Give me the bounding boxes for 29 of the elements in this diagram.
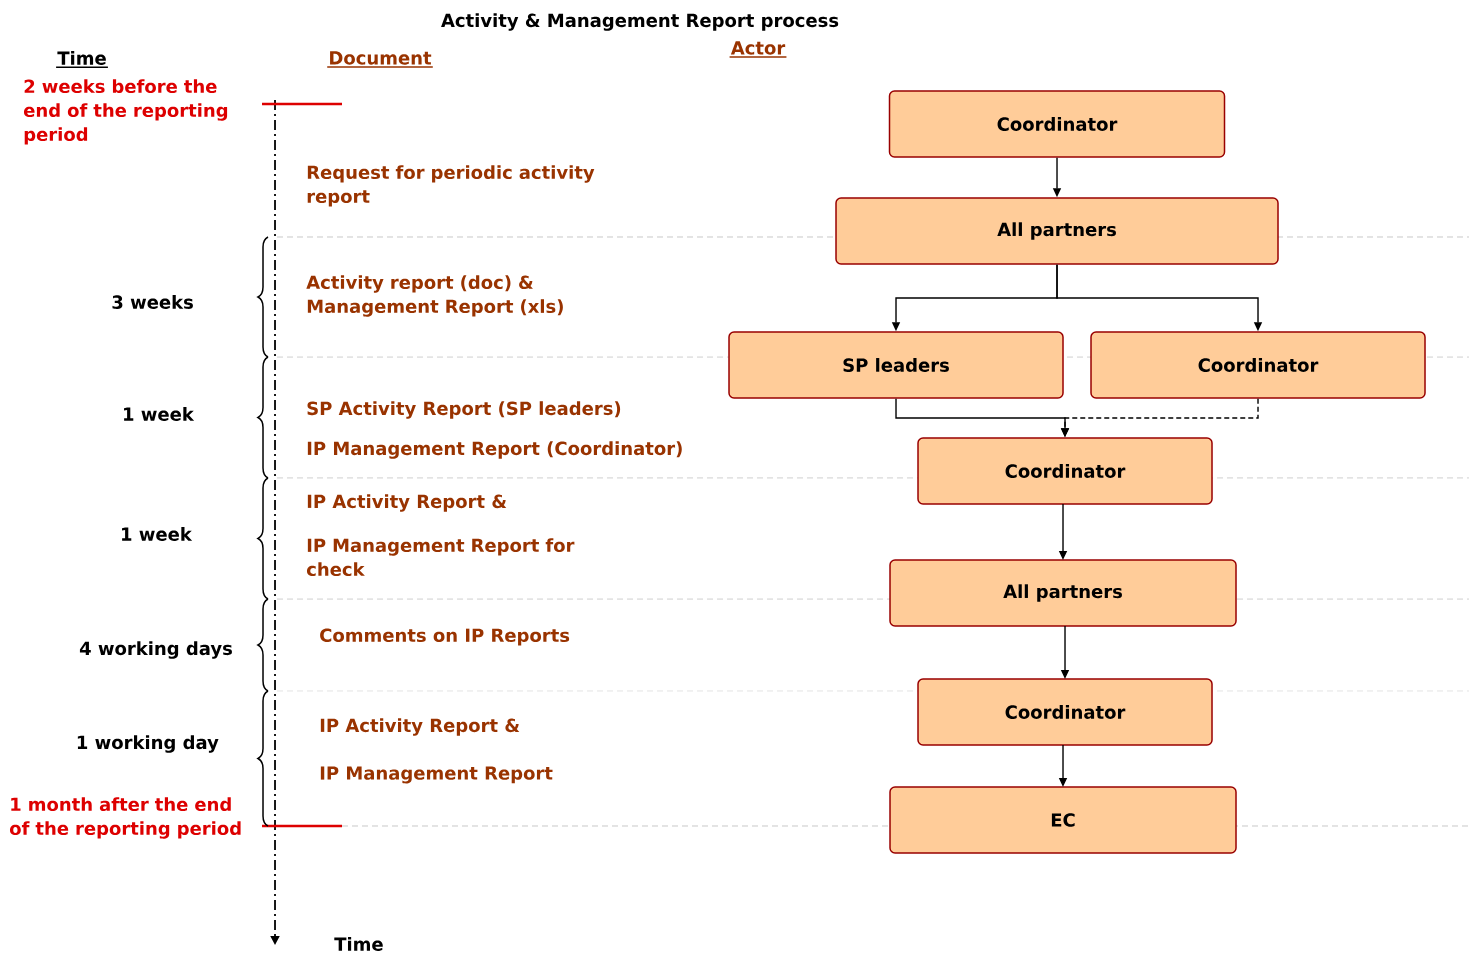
time-label: 1 week (124, 407, 195, 421)
column-heading: Document (326, 51, 434, 68)
document-label: SP Activity Report (SP leaders) (307, 401, 621, 419)
time-label: 1 working day (77, 735, 219, 753)
time-label: 1 week (122, 527, 193, 541)
actor-box: All partners (835, 197, 1279, 265)
document-label: IP Management Report (320, 766, 553, 784)
column-heading: Actor (728, 41, 788, 58)
actor-box: Coordinator (1090, 331, 1426, 399)
document-label: Request for periodic activity report (307, 165, 595, 207)
actor-box: Coordinator (888, 90, 1226, 158)
time-label: 3 weeks (112, 295, 193, 309)
period-label: 2 weeks before the end of the reporting period (24, 79, 228, 145)
actor-box: SP leaders (728, 331, 1064, 399)
time-label: 4 working days (79, 641, 232, 659)
actor-box: Coordinator (917, 437, 1213, 505)
time-label: Time (334, 937, 383, 951)
document-label: IP Management Report for check (307, 538, 575, 577)
document-label: Activity report (doc) & Management Report (xls) (306, 275, 563, 317)
document-label: IP Activity Report & (307, 494, 507, 512)
actor-box: EC (889, 786, 1237, 854)
actor-box: All partners (889, 559, 1237, 627)
column-heading: Time (55, 51, 109, 68)
document-label: IP Activity Report & (320, 718, 520, 736)
title: Activity & Management Report process (441, 13, 839, 31)
document-label: Comments on IP Reports (320, 628, 570, 646)
period-label: 1 month after the end of the reporting period (10, 797, 241, 839)
document-label: IP Management Report (Coordinator) (307, 441, 682, 459)
actor-box: Coordinator (917, 678, 1213, 746)
